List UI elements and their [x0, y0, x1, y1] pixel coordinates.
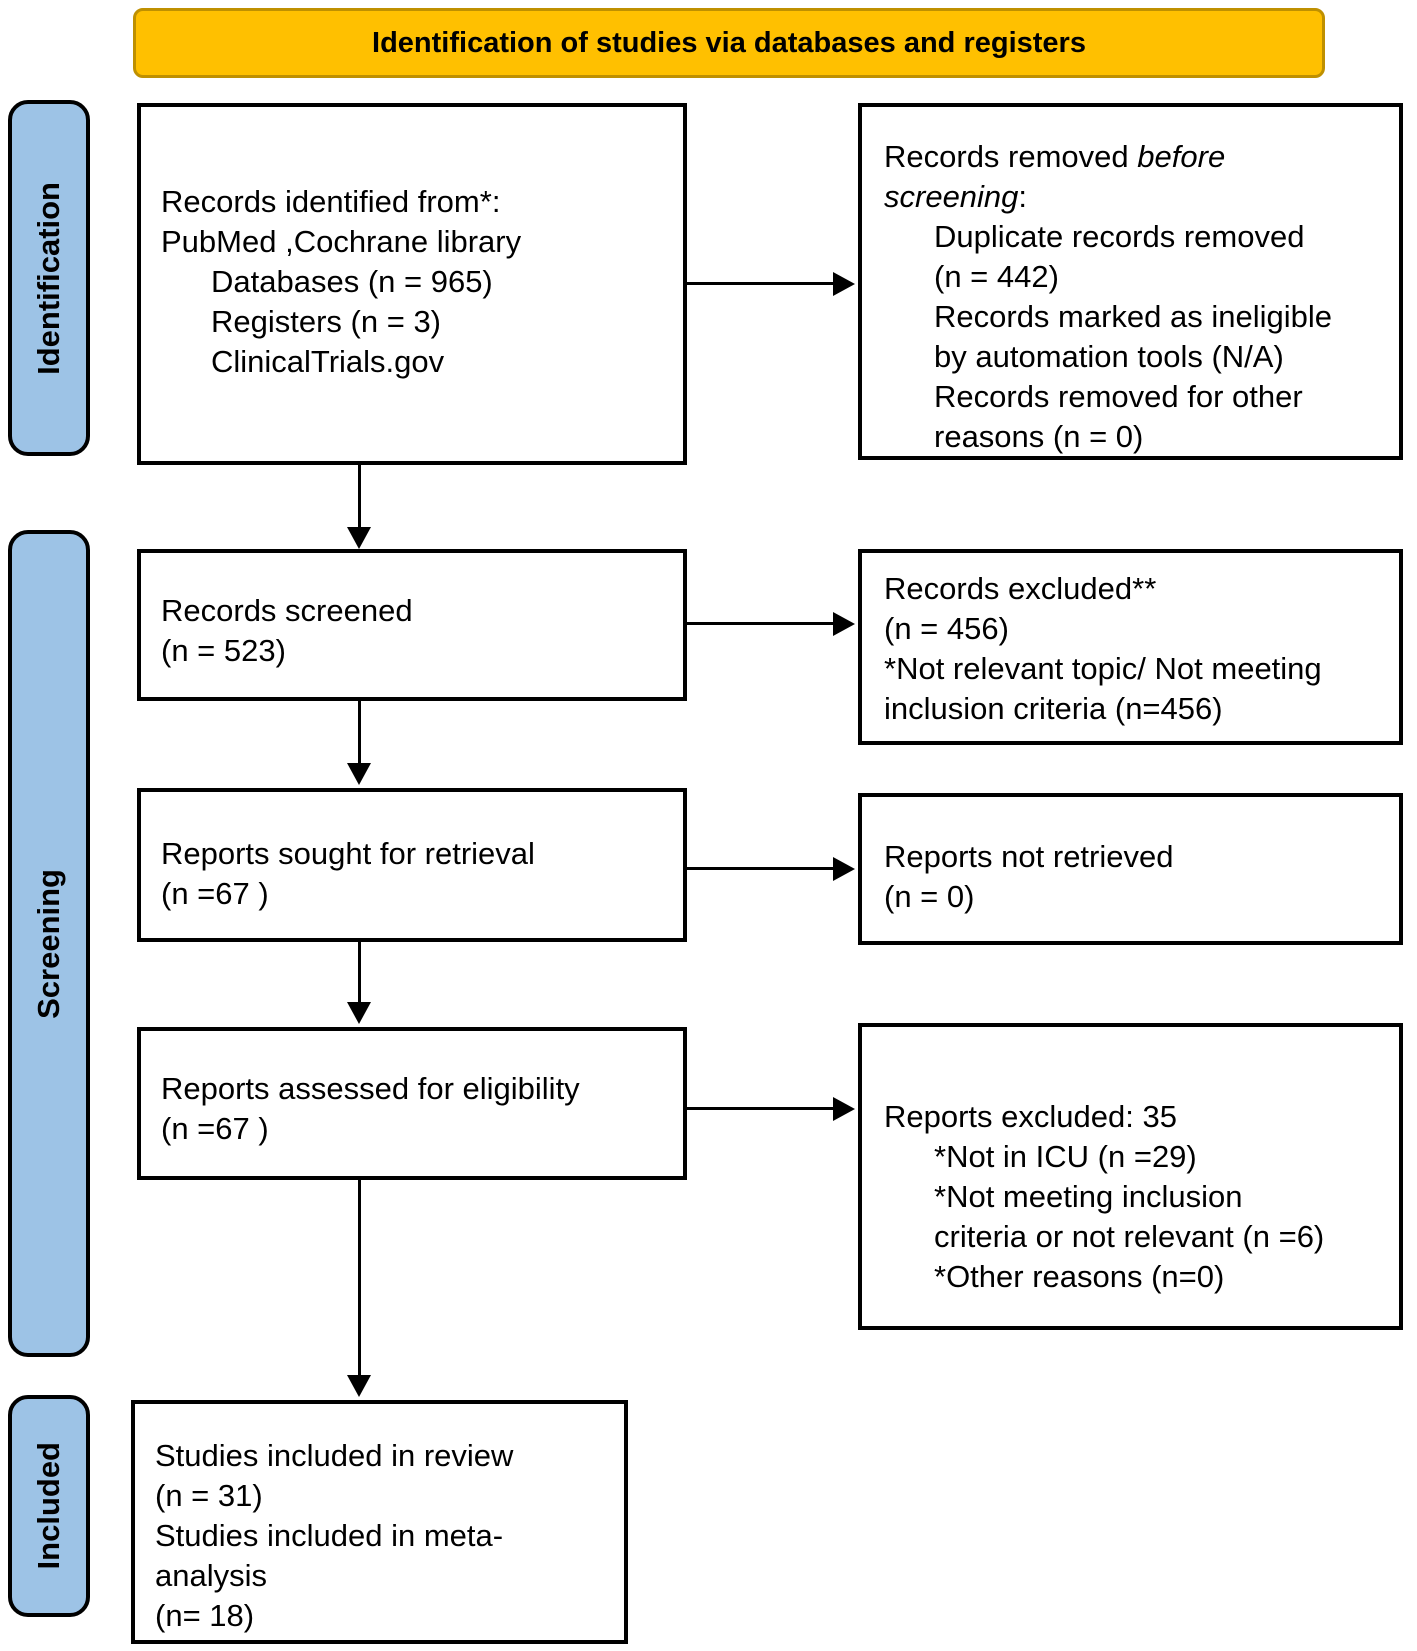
box-studies-included: Studies included in review (n = 31) Stud… [131, 1400, 628, 1644]
text-line: Records removed before [884, 139, 1226, 174]
text-line: inclusion criteria (n=456) [884, 691, 1223, 726]
box-reports-sought: Reports sought for retrieval (n =67 ) [137, 788, 687, 942]
phase-label-screening: Screening [8, 530, 90, 1357]
phase-label-text: Identification [31, 181, 66, 375]
box-reports-excluded: Reports excluded: 35 *Not in ICU (n =29)… [858, 1023, 1403, 1330]
text-line: Reports excluded: 35 [884, 1099, 1177, 1134]
text-line: (n = 31) [155, 1478, 263, 1513]
text-line: Duplicate records removed [934, 219, 1305, 254]
text-line: Records marked as ineligible [934, 299, 1333, 334]
box-records-screened: Records screened (n = 523) [137, 549, 687, 701]
text-line: reasons (n = 0) [934, 419, 1144, 454]
text-line: Records removed for other [934, 379, 1303, 414]
text-line: screening: [884, 179, 1028, 214]
text-line: Records screened [161, 593, 413, 628]
text-line: criteria or not relevant (n =6) [934, 1219, 1325, 1254]
text-line: Reports not retrieved [884, 839, 1174, 874]
text-line: Reports sought for retrieval [161, 836, 535, 871]
box-records-removed-before-screening: Records removed before screening: Duplic… [858, 103, 1403, 460]
text-line: *Not relevant topic/ Not meeting [884, 651, 1322, 686]
box-records-excluded: Records excluded** (n = 456) *Not releva… [858, 549, 1403, 745]
text-line: (n =67 ) [161, 1111, 269, 1146]
text-line: Databases (n = 965) [211, 264, 493, 299]
text-line: Records identified from*: [161, 184, 501, 219]
box-records-identified: Records identified from*: PubMed ,Cochra… [137, 103, 687, 465]
text-line: Studies included in meta- [155, 1518, 504, 1553]
diagram-title: Identification of studies via databases … [372, 26, 1086, 59]
text-line: ClinicalTrials.gov [211, 344, 445, 379]
text-line: Reports assessed for eligibility [161, 1071, 580, 1106]
phase-label-text: Included [31, 1442, 66, 1570]
diagram-header-banner: Identification of studies via databases … [133, 8, 1325, 78]
box-reports-assessed: Reports assessed for eligibility (n =67 … [137, 1027, 687, 1180]
text-line: *Other reasons (n=0) [934, 1259, 1225, 1294]
phase-label-identification: Identification [8, 100, 90, 456]
text-line: (n = 523) [161, 633, 286, 668]
text-line: PubMed ,Cochrane library [161, 224, 522, 259]
text-line: *Not in ICU (n =29) [934, 1139, 1197, 1174]
box-reports-not-retrieved: Reports not retrieved (n = 0) [858, 793, 1403, 945]
text-line: by automation tools (N/A) [934, 339, 1284, 374]
text-line: analysis [155, 1558, 267, 1593]
text-line: Records excluded** [884, 571, 1157, 606]
text-line: *Not meeting inclusion [934, 1179, 1243, 1214]
text-line: (n = 0) [884, 879, 975, 914]
text-line: (n = 442) [934, 259, 1059, 294]
text-line: (n = 456) [884, 611, 1009, 646]
text-line: (n= 18) [155, 1598, 255, 1633]
text-line: Registers (n = 3) [211, 304, 442, 339]
text-line: Studies included in review [155, 1438, 514, 1473]
text-line: (n =67 ) [161, 876, 269, 911]
phase-label-included: Included [8, 1395, 90, 1617]
phase-label-text: Screening [31, 868, 66, 1019]
